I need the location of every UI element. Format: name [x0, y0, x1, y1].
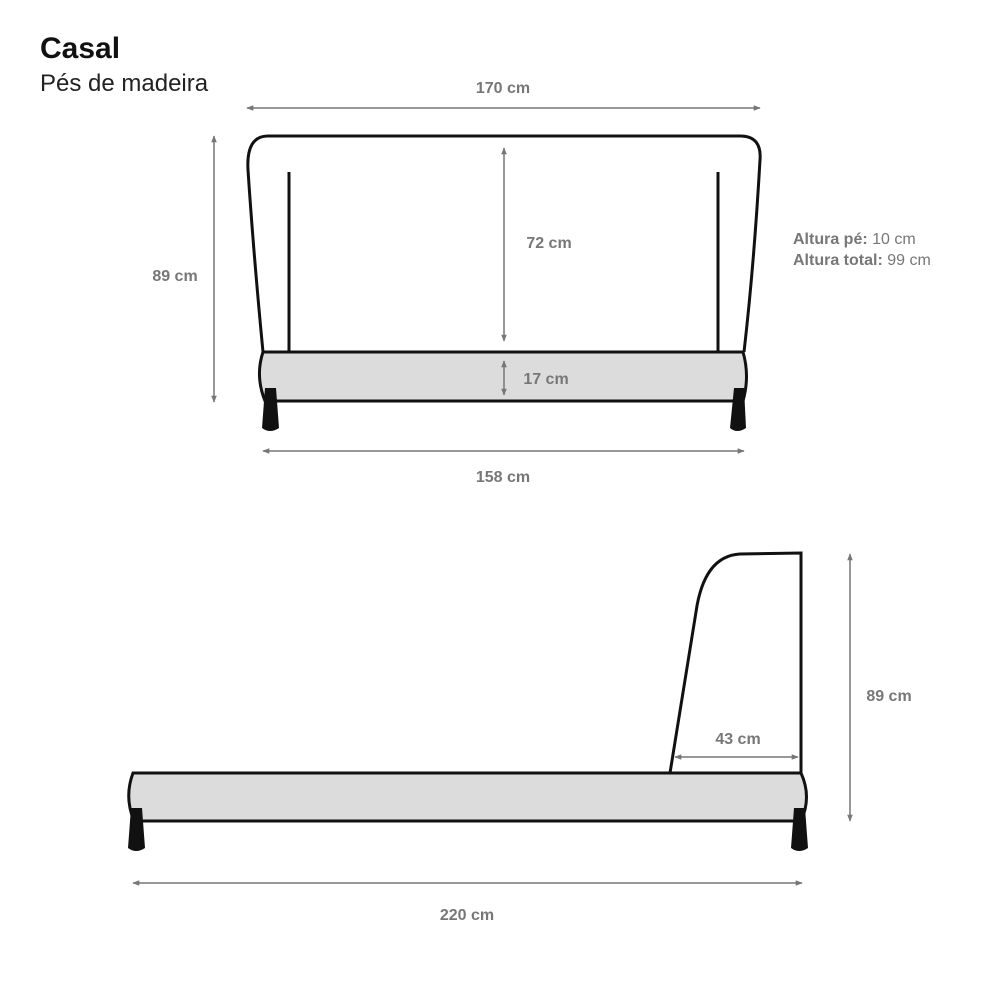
dim-label-base-height: 17 cm: [523, 371, 568, 388]
foot-height-label: Altura pé:: [793, 231, 868, 248]
dim-label-headboard-depth: 43 cm: [715, 731, 760, 748]
total-height-line: Altura total: 99 cm: [793, 250, 931, 271]
page-title: Casal: [40, 32, 121, 65]
front-foot-right: [730, 388, 746, 431]
side-base: [127, 771, 808, 823]
dim-label-headboard-height: 72 cm: [526, 235, 571, 252]
spec-block: Altura pé: 10 cm Altura total: 99 cm: [793, 229, 931, 271]
dim-label-front-height: 89 cm: [152, 268, 197, 285]
side-foot-right: [791, 808, 808, 851]
dim-label-front-width: 170 cm: [476, 80, 530, 97]
side-view: 43 cm 89 cm 220 cm: [127, 551, 912, 924]
foot-height-value: 10 cm: [867, 231, 916, 248]
dim-label-base-width: 158 cm: [476, 469, 530, 486]
total-height-value: 99 cm: [882, 252, 931, 269]
side-foot-left: [128, 808, 145, 851]
front-base: [258, 350, 748, 403]
side-headboard-outline: [668, 551, 803, 774]
front-view: 170 cm 89 cm 72 cm 17 cm 158 cm: [152, 80, 762, 486]
foot-height-line: Altura pé: 10 cm: [793, 229, 931, 250]
page-subtitle: Pés de madeira: [40, 70, 209, 97]
front-headboard-outline: [246, 134, 762, 353]
dim-label-side-height: 89 cm: [866, 688, 911, 705]
total-height-label: Altura total:: [793, 252, 883, 269]
front-foot-left: [262, 388, 279, 431]
dim-label-side-length: 220 cm: [440, 907, 494, 924]
